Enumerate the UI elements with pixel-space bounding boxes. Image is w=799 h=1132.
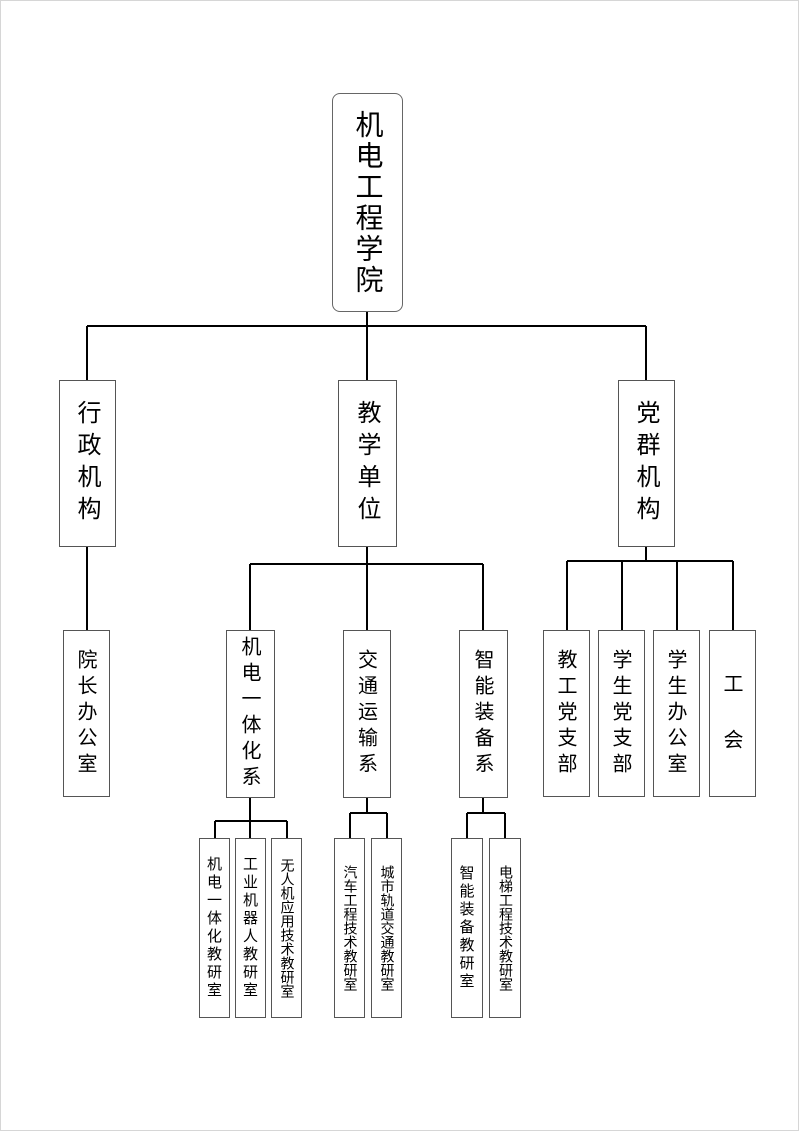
branch-label: 行政机构 <box>73 399 101 528</box>
unit-label: 学生党支部 <box>609 648 633 779</box>
unit-labor-union: 工 会 <box>709 630 756 797</box>
dept-label: 机电一体化系 <box>238 636 262 792</box>
section-elevator: 电梯工程技术教研室 <box>489 838 521 1018</box>
dept-mechatronics: 机电一体化系 <box>226 630 275 798</box>
section-label: 无人机应用技术教研室 <box>278 858 295 998</box>
branch-party: 党群机构 <box>618 380 675 547</box>
branch-admin: 行政机构 <box>59 380 116 547</box>
section-urban-rail: 城市轨道交通教研室 <box>371 838 402 1018</box>
dept-transportation: 交通运输系 <box>343 630 391 798</box>
root-label: 机电工程学院 <box>351 109 385 296</box>
section-automotive: 汽车工程技术教研室 <box>334 838 365 1018</box>
dept-label: 交通运输系 <box>354 649 379 779</box>
unit-dean-office: 院长办公室 <box>63 630 110 797</box>
unit-label: 院长办公室 <box>74 648 98 779</box>
branch-label: 党群机构 <box>632 399 660 528</box>
section-label: 汽车工程技术教研室 <box>341 865 358 991</box>
dept-label: 智能装备系 <box>471 649 495 779</box>
unit-label: 工 会 <box>720 672 744 755</box>
branch-label: 教学单位 <box>353 399 381 528</box>
section-industrial-robot: 工业机器人教研室 <box>235 838 266 1018</box>
unit-student-party-branch: 学生党支部 <box>598 630 645 797</box>
unit-label: 学生办公室 <box>664 648 688 779</box>
branch-teaching: 教学单位 <box>338 380 397 547</box>
section-mechatronics: 机电一体化教研室 <box>199 838 230 1018</box>
unit-label: 教工党支部 <box>554 648 578 779</box>
section-uav: 无人机应用技术教研室 <box>271 838 302 1018</box>
dept-intelligent-equipment: 智能装备系 <box>459 630 508 798</box>
unit-student-office: 学生办公室 <box>653 630 700 797</box>
section-label: 机电一体化教研室 <box>205 856 223 1000</box>
section-intelligent-equipment: 智能装备教研室 <box>451 838 483 1018</box>
unit-staff-party-branch: 教工党支部 <box>543 630 590 797</box>
section-label: 城市轨道交通教研室 <box>378 865 395 991</box>
section-label: 工业机器人教研室 <box>241 856 259 1000</box>
section-label: 智能装备教研室 <box>457 865 476 991</box>
section-label: 电梯工程技术教研室 <box>497 865 513 991</box>
root-node: 机电工程学院 <box>332 93 403 312</box>
